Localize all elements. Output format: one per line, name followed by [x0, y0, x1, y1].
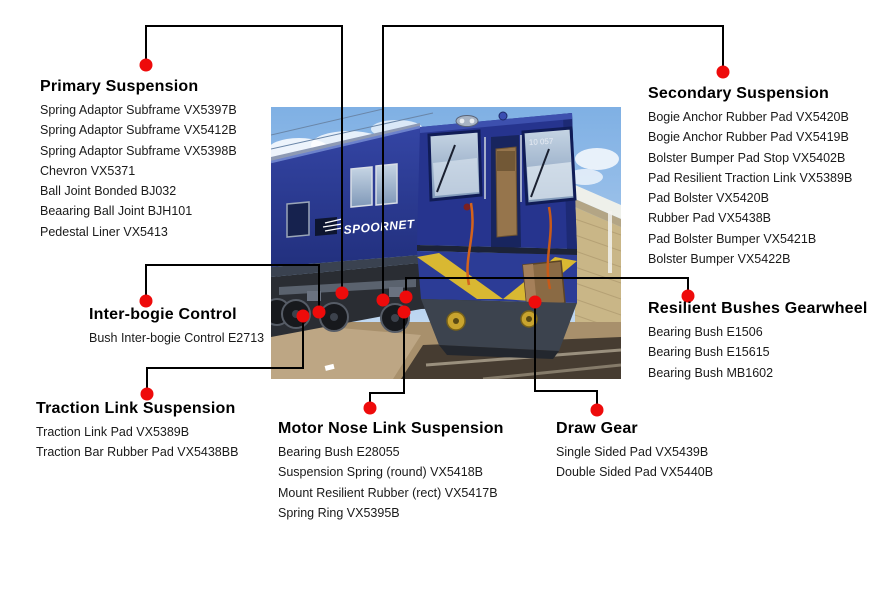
section-heading: Draw Gear [556, 420, 638, 437]
callout-dot-traction-label [140, 387, 154, 401]
part-item: Pad Resilient Traction Link VX5389B [648, 170, 853, 185]
callout-dot-drawgear-label [590, 403, 604, 417]
part-item: Bolster Bumper VX5422B [648, 252, 791, 267]
part-item: Traction Bar Rubber Pad VX5438BB [36, 445, 239, 460]
part-item: Bogie Anchor Rubber Pad VX5419B [648, 130, 849, 145]
part-item: Pad Bolster Bumper VX5421B [648, 231, 817, 246]
part-item: Rubber Pad VX5438B [648, 211, 772, 226]
part-item: Pad Bolster VX5420B [648, 191, 769, 206]
section-heading: Traction Link Suspension [36, 400, 236, 417]
section-items: Traction Link Pad VX5389B Traction Bar Ru… [36, 422, 238, 463]
callout-dot-secondary-label [716, 65, 730, 79]
part-item: Bearing Bush E1506 [648, 325, 763, 339]
section-primary-suspension: Primary Suspension Spring Adaptor Subfra… [40, 78, 237, 242]
section-items: Spring Adaptor Subframe VX5397B Spring Ad… [40, 100, 237, 242]
part-item: Suspension Spring (round) VX5418B [278, 465, 483, 480]
section-motor-nose-link-suspension: Motor Nose Link Suspension Bearing Bush … [278, 420, 504, 523]
pilot-plow [421, 299, 577, 359]
part-item: Bearing Bush MB1602 [648, 365, 774, 380]
section-items: Bush Inter-bogie Control E2713 [89, 328, 264, 348]
section-draw-gear: Draw Gear Single Sided Pad VX5439B Double… [556, 420, 713, 483]
unit-number-text: 10 057 [529, 137, 554, 147]
locomotive-photo: SPOORNET [271, 107, 621, 379]
section-items: Bogie Anchor Rubber Pad VX5420B Bogie Anc… [648, 107, 852, 269]
part-item: Bearing Bush E28055 [278, 445, 400, 459]
section-traction-link-suspension: Traction Link Suspension Traction Link P… [36, 400, 238, 463]
part-item: Bogie Anchor Rubber Pad VX5420B [648, 110, 849, 124]
part-item: Spring Adaptor Subframe VX5397B [40, 103, 237, 117]
part-item: Bush Inter-bogie Control E2713 [89, 331, 265, 345]
section-resilient-bushes-gearwheel: Resilient Bushes Gearwheel Bearing Bush … [648, 300, 868, 383]
part-item: Bolster Bumper Pad Stop VX5402B [648, 150, 846, 165]
part-item: Beaaring Ball Joint BJH101 [40, 204, 193, 219]
callout-dot-motornose-label [363, 401, 377, 415]
cab: 10 057 [417, 111, 577, 249]
part-item: Spring Adaptor Subframe VX5398B [40, 143, 237, 158]
section-heading: Secondary Suspension [648, 85, 829, 102]
section-heading: Inter-bogie Control [89, 306, 237, 323]
part-item: Bearing Bush E15615 [648, 345, 770, 360]
part-item: Ball Joint Bonded BJ032 [40, 184, 177, 199]
part-item: Spring Ring VX5395B [278, 505, 400, 520]
part-item: Mount Resilient Rubber (rect) VX5417B [278, 485, 498, 500]
part-item: Double Sided Pad VX5440B [556, 465, 714, 480]
section-heading: Resilient Bushes Gearwheel [648, 300, 868, 317]
section-heading: Motor Nose Link Suspension [278, 420, 504, 437]
part-item: Single Sided Pad VX5439B [556, 445, 709, 459]
part-item: Traction Link Pad VX5389B [36, 425, 190, 439]
section-items: Single Sided Pad VX5439B Double Sided Pad… [556, 442, 713, 483]
callout-dot-primary-label [139, 58, 153, 72]
section-secondary-suspension: Secondary Suspension Bogie Anchor Rubber… [648, 85, 852, 269]
part-item: Pedestal Liner VX5413 [40, 224, 168, 239]
part-item: Chevron VX5371 [40, 163, 136, 178]
part-item: Spring Adaptor Subframe VX5412B [40, 123, 237, 138]
section-heading: Primary Suspension [40, 78, 199, 95]
section-inter-bogie-control: Inter-bogie Control Bush Inter-bogie Con… [89, 306, 264, 348]
